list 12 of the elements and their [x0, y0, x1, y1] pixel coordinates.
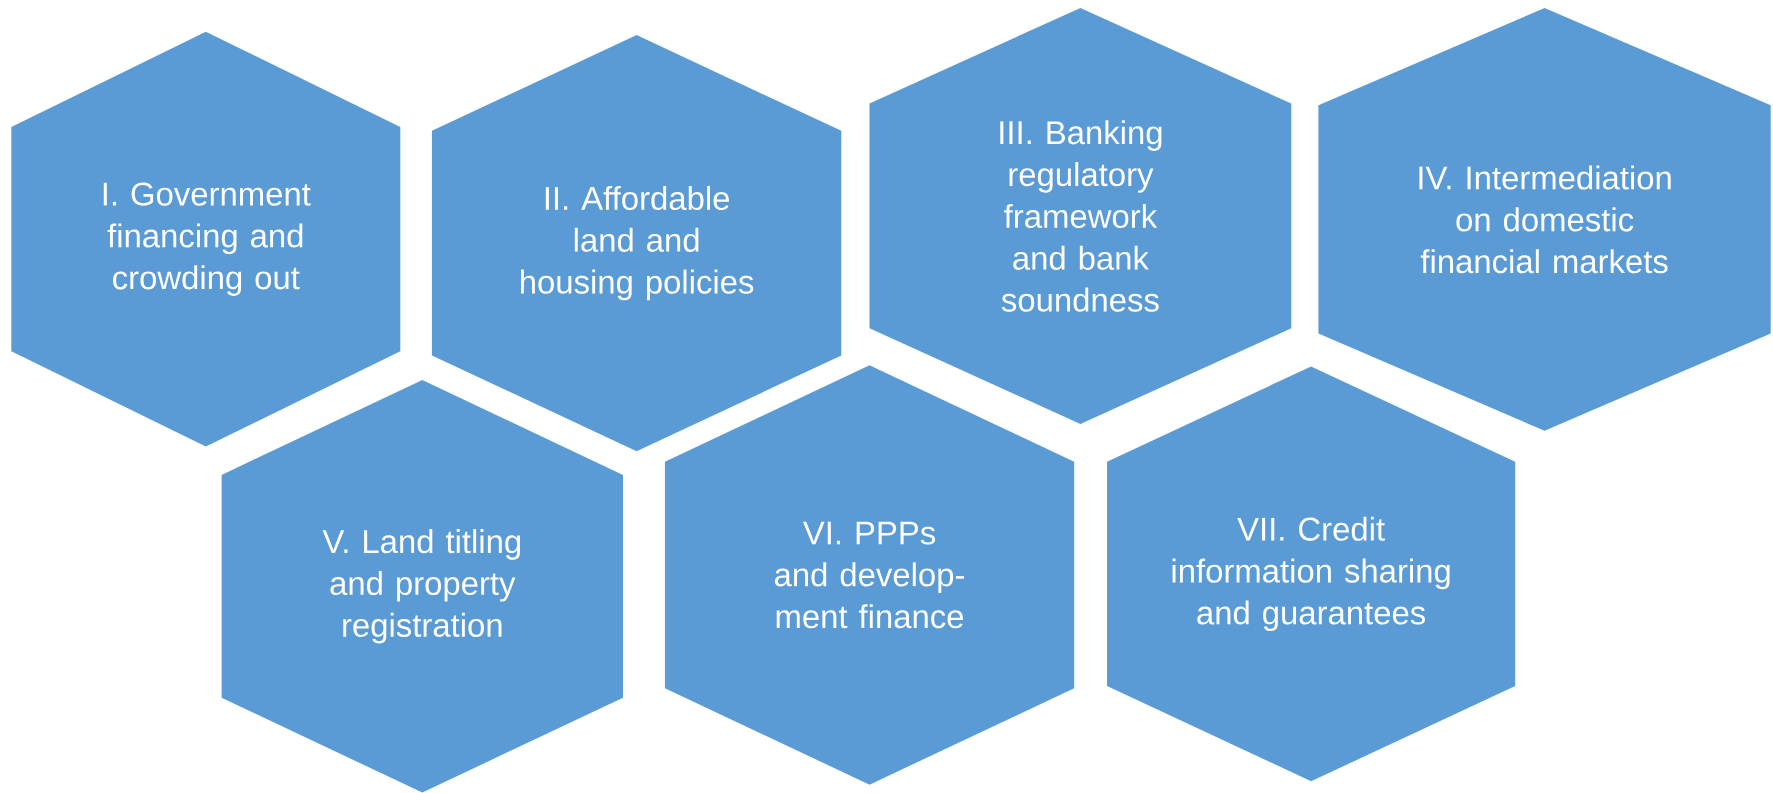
hexagon: IV. Intermediation on domestic financial markets	[1318, 7, 1771, 431]
node-label: II. Affordable land and housing policies	[521, 185, 754, 301]
node-label: V. Land titling and property registration	[322, 529, 521, 644]
hexagon: II. Affordable land and housing policies	[431, 35, 842, 452]
hexagon: III. Banking regulatory framework and bank soundness	[869, 7, 1292, 424]
node-label: III. Banking regulatory framework and bank soundness	[1000, 120, 1162, 312]
hexagon: VI. PPPs and develop- ment finance	[664, 365, 1075, 785]
hexagon: VII. Credit information sharing and guarantees	[1107, 366, 1516, 782]
hexagon: V. Land titling and property registration	[221, 379, 623, 793]
node-label: VII. Credit information sharing and guarantees	[1172, 516, 1450, 632]
node-label: VI. PPPs and develop- ment finance	[774, 521, 964, 629]
hexagon: I. Government financing and crowding out	[11, 31, 401, 447]
